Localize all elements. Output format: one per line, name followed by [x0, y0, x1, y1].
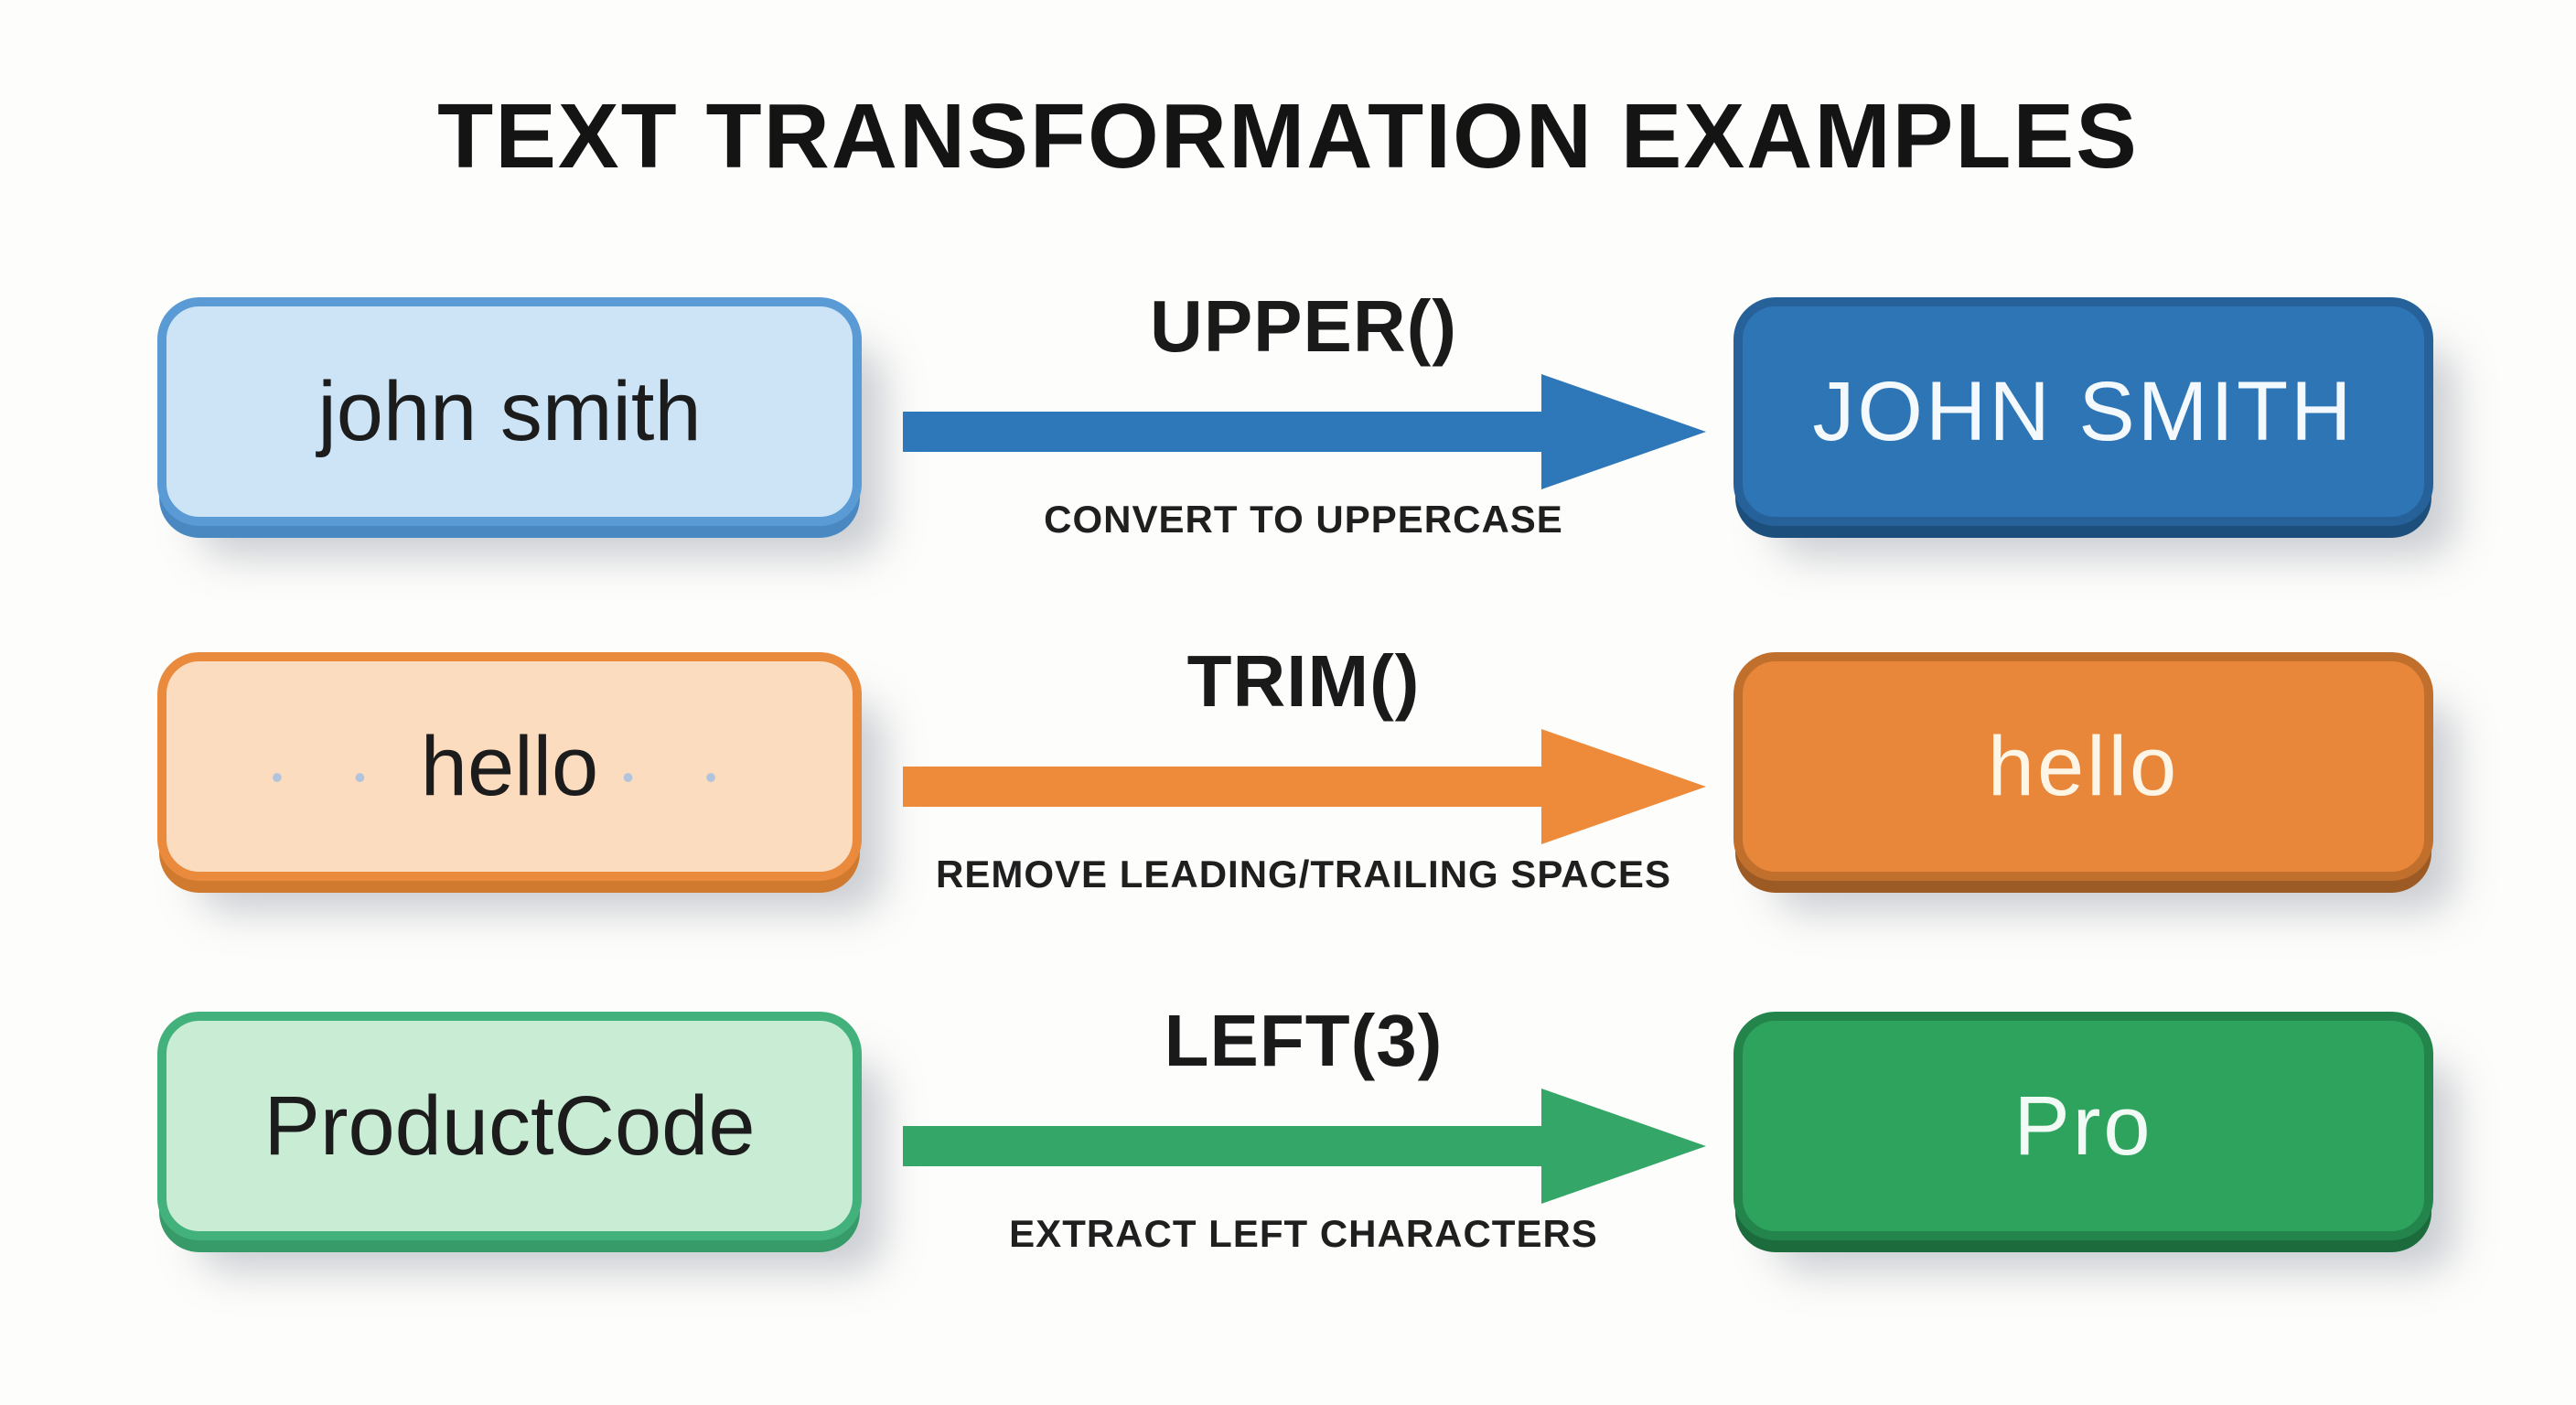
function-description: REMOVE LEADING/TRAILING SPACES [936, 853, 1671, 896]
space-dots-suffix: • • [622, 758, 748, 796]
function-label: UPPER() [1150, 285, 1457, 367]
space-dots-prefix: • • [271, 758, 397, 796]
input-box: • • hello • • [157, 652, 862, 881]
function-description: CONVERT TO UPPERCASE [1044, 498, 1563, 541]
transform-group: UPPER() CONVERT TO UPPERCASE [901, 285, 1706, 539]
output-box: JOHN SMITH [1733, 297, 2433, 526]
output-text: JOHN SMITH [1812, 364, 2355, 458]
transformation-row-upper: john smith UPPER() CONVERT TO UPPERCASE … [0, 290, 2576, 539]
output-text: Pro [2013, 1078, 2153, 1173]
page-title: TEXT TRANSFORMATION EXAMPLES [437, 85, 2139, 188]
transform-group: TRIM() REMOVE LEADING/TRAILING SPACES [901, 640, 1706, 894]
input-text: hello [420, 719, 599, 813]
output-box: Pro [1733, 1012, 2433, 1240]
input-box: john smith [157, 297, 862, 526]
transformation-row-trim: • •hello• • TRIM() REMOVE LEADING/TRAILI… [0, 645, 2576, 894]
function-label: TRIM() [1186, 640, 1421, 722]
function-label: LEFT(3) [1164, 1000, 1444, 1081]
input-box: ProductCode [157, 1012, 862, 1240]
output-text: hello [1987, 719, 2180, 813]
input-text: ProductCode [263, 1078, 756, 1173]
arrow-right-icon [901, 1078, 1706, 1215]
function-description: EXTRACT LEFT CHARACTERS [1009, 1212, 1598, 1255]
output-box: hello [1733, 652, 2433, 881]
transform-group: LEFT(3) EXTRACT LEFT CHARACTERS [901, 1000, 1706, 1253]
arrow-right-icon [901, 718, 1706, 855]
input-text: john smith [317, 364, 702, 458]
transformation-row-left: ProductCode LEFT(3) EXTRACT LEFT CHARACT… [0, 1004, 2576, 1253]
arrow-right-icon [901, 363, 1706, 500]
